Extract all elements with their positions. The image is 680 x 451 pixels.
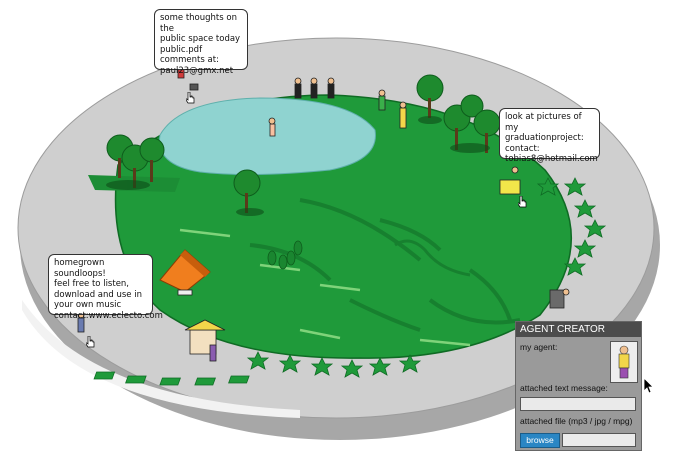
agent-creator-panel: AGENT CREATOR my agent: attached text me… [515,321,642,451]
arrow-cursor-icon [644,378,654,394]
text-message-label: attached text message: [520,383,608,393]
agent-figure-icon [618,345,630,379]
file-path-field[interactable] [562,433,636,447]
hand-cursor-icon[interactable] [518,196,527,208]
speech-bubble-left: homegrown soundloops! feel free to liste… [48,254,163,321]
tent [159,249,211,293]
trees [106,74,501,213]
speech-bubble-top: some thoughts on the public space today … [154,9,248,76]
my-agent-label: my agent: [520,342,558,352]
speech-bubble-right: look at pictures of my graduationproject… [499,108,600,164]
stars [246,177,607,378]
browse-button[interactable]: browse [520,433,560,448]
text-message-field[interactable] [520,397,636,411]
tree-shadows [106,116,490,216]
panel-title: AGENT CREATOR [516,322,641,337]
dash-bars [93,371,250,386]
agent-preview[interactable] [610,341,638,383]
pond [159,97,376,176]
grass-outline-letters [394,239,471,277]
grass-dashes [179,228,471,347]
people [77,59,570,362]
hand-cursor-icon[interactable] [86,336,95,348]
disc-white-rim [22,300,300,418]
hand-cursor-icon[interactable] [186,92,195,104]
shrubs [267,240,303,270]
file-label: attached file (mp3 / jpg / mpg) [520,416,633,426]
